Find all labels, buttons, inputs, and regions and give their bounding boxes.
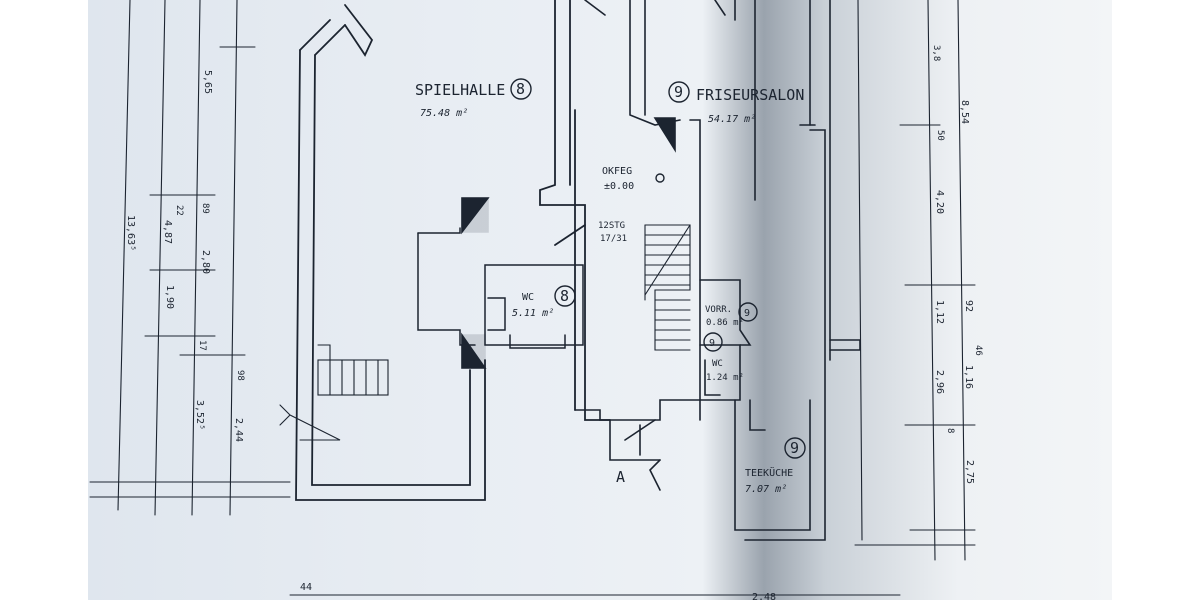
dimension-label: 4,20 [934,190,945,214]
room-number-circle [554,285,576,307]
dimension-label: 2,96 [934,370,945,394]
dimension-label: 17 [197,340,207,351]
dimension-label: 98 [235,370,245,381]
room-area-wc8: 5.11 m² [512,308,554,319]
dimension-label: 89 [200,203,210,214]
room-name-vorr: VORR. [705,305,732,315]
room-name-teekueche: TEEKÜCHE [745,466,793,479]
dimension-label: 44 [300,582,312,593]
dimension-label: 3,52⁵ [194,400,205,430]
room-number-friseursalon: 9 [674,83,683,101]
room-area-spielhalle: 75.48 m² [420,108,468,119]
entry-stair [279,344,389,441]
room-number-spielhalle: 8 [516,80,525,98]
level-marker-icon [655,173,665,183]
room-number-teekueche: 9 [790,439,799,457]
room-name-friseursalon: FRISEURSALON [696,86,804,104]
room-area-vorr: 0.86 m² [706,318,744,328]
dimension-label: 22 [174,205,184,216]
dimension-label: 46 [973,345,983,356]
room-number-circle [703,332,723,352]
dimension-label: 3,8 [931,45,941,61]
dimension-label: 1,12 [934,300,945,324]
main-stair [644,224,691,351]
room-number-wc9: 9 [709,338,715,349]
service-rooms [699,0,861,541]
dimension-label: 50 [935,130,945,141]
paper-sheet [88,0,1112,600]
dimension-label: 2,44 [233,418,244,442]
door-markers [461,117,676,369]
dimension-label: 8 [945,428,955,433]
room-number-circle [510,78,532,100]
room-area-wc9: 1.24 m² [706,373,744,383]
dimension-label: 5,65 [202,70,213,94]
dimension-label: 8,54 [959,100,970,124]
room-number-circle [784,437,806,459]
dimension-label: 1,16 [963,365,974,389]
stair-ratio: 17/31 [600,234,627,244]
section-mark: A [616,468,625,486]
entrance-area [574,399,701,491]
level-value: ±0.00 [604,181,634,192]
dimension-label: 2,75 [964,460,975,484]
room-area-teekueche: 7.07 m² [745,484,787,495]
right-dimension-lines [854,0,976,561]
outer-walls [295,0,611,501]
dimension-label: 4,87 [162,220,173,244]
room-number-vorr: 9 [744,308,750,319]
room-number-circle [738,302,758,322]
dimension-label: 13,63⁵ [125,215,136,251]
room-number-wc8: 8 [560,287,569,305]
room-area-friseursalon: 54.17 m² [708,114,756,125]
left-dimension-lines [89,0,291,516]
room-number-circle [668,81,690,103]
room-name-spielhalle: SPIELHALLE [415,81,505,99]
room-name-wc9: WC [712,359,723,369]
room-name-wc8: WC [522,292,534,303]
dimension-label: 1,90 [164,285,175,309]
dimension-label: 2,48 [752,592,776,600]
stair-count: 12STG [598,221,625,231]
level-label: OKFEG [602,166,632,177]
dimension-label: 2,80 [200,250,211,274]
salon-walls [584,0,816,401]
dimension-label: 92 [963,300,974,312]
